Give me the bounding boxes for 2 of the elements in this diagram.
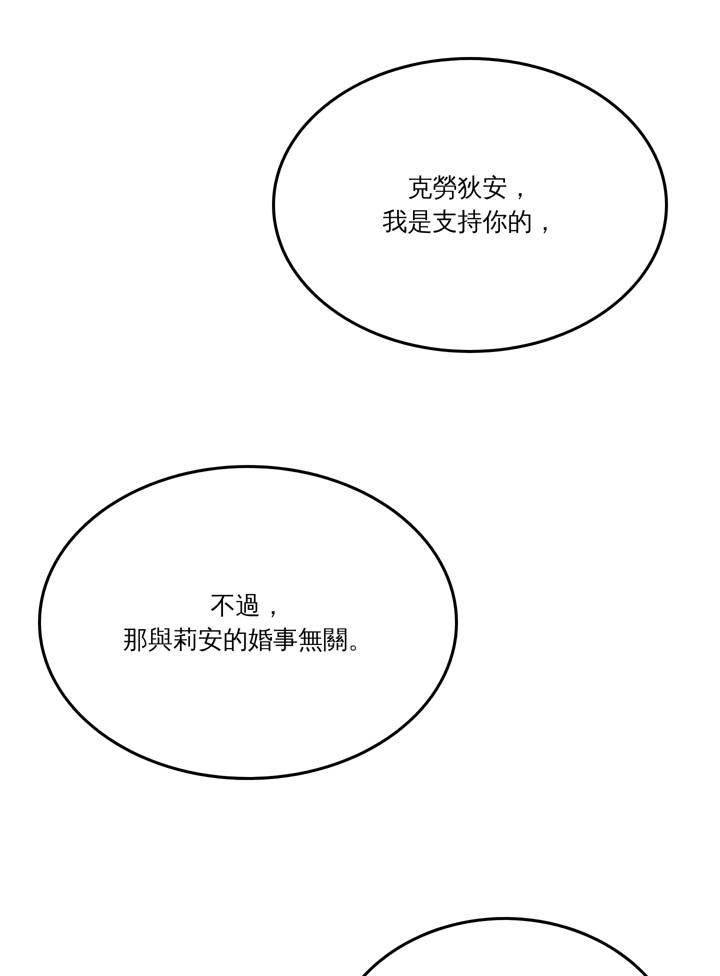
dialogue-text: 不過，那與莉安的婚事無關。 [123, 590, 373, 656]
dialogue-text: 克勞狄安，我是支持你的， [382, 172, 558, 238]
